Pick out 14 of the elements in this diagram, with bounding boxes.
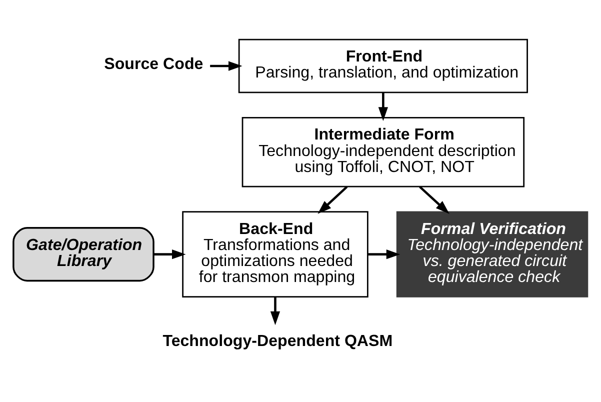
arrow (318, 185, 348, 214)
node-text: Technology-Dependent QASM (162, 331, 393, 350)
node-text: Source Code (104, 54, 204, 73)
arrow (154, 248, 186, 259)
arrow (210, 60, 242, 70)
node-box: Intermediate Form Technology-independent description using Toffoli, CNOT, NOT (242, 116, 525, 187)
node-box: Formal Verification Technology-independent vs. generated circuit equivalence check (396, 210, 588, 297)
arrow (368, 248, 400, 259)
node-box: Gate/Operation Library (12, 226, 154, 282)
node-box: Front-End Parsing, translation, and optimization (238, 38, 528, 93)
arrow (378, 92, 388, 120)
arrow (419, 185, 450, 214)
arrow (270, 296, 280, 325)
node-box: Back-End Transformations and optimizations needed for transmon mapping (182, 210, 368, 297)
